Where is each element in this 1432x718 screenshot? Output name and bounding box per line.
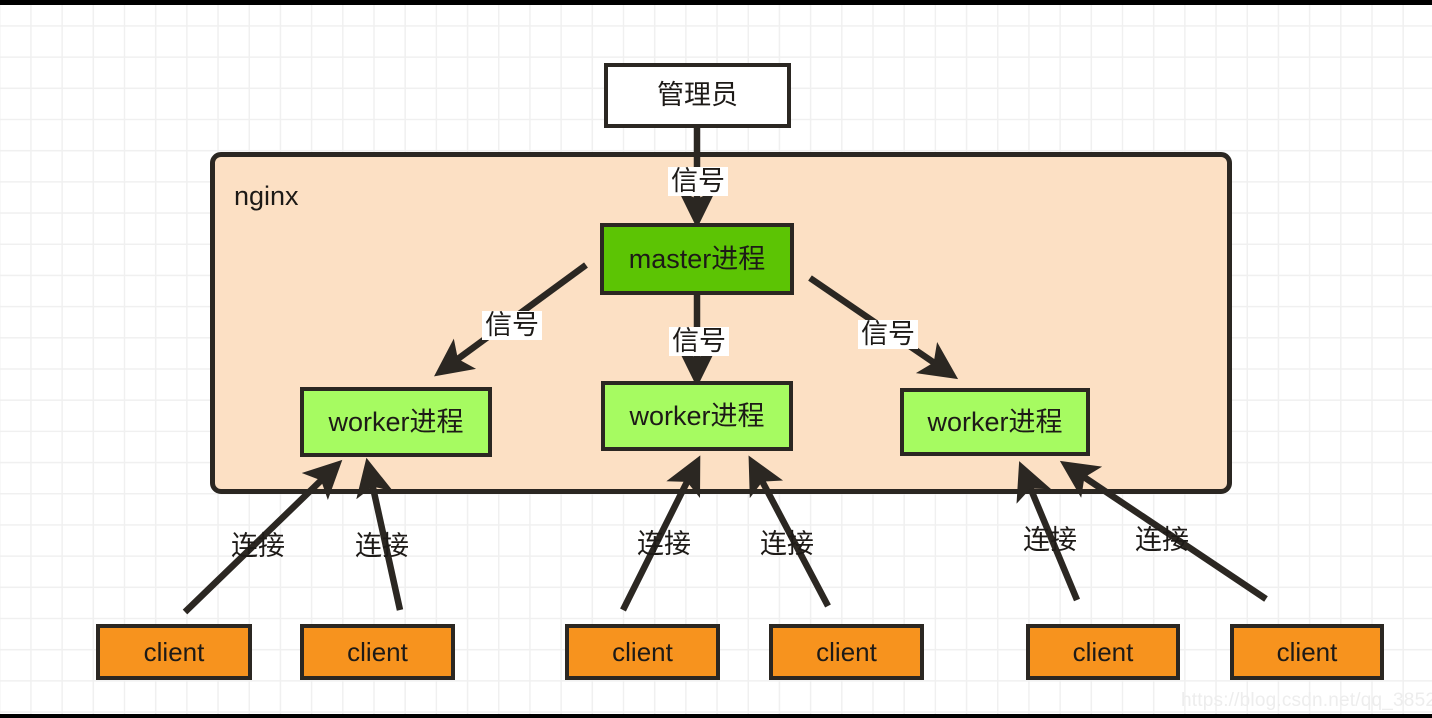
top-border-bar xyxy=(0,0,1432,5)
bottom-border-bar xyxy=(0,714,1432,718)
nginx-container-label: nginx xyxy=(234,181,299,211)
edge-label-connect-6: 连接 xyxy=(1135,525,1189,555)
node-worker-process-1[interactable]: worker进程 xyxy=(300,387,492,457)
edge-label-connect-5: 连接 xyxy=(1023,525,1077,555)
node-worker-process-3[interactable]: worker进程 xyxy=(900,388,1090,456)
node-master-process[interactable]: master进程 xyxy=(600,223,794,295)
node-worker-process-2[interactable]: worker进程 xyxy=(601,381,793,451)
edge-label-connect-2: 连接 xyxy=(355,531,409,561)
edge-label-connect-4: 连接 xyxy=(760,529,814,559)
edge-label-signal-worker-2: 信号 xyxy=(669,327,729,356)
edge-label-signal-admin-master: 信号 xyxy=(668,167,728,196)
node-admin[interactable]: 管理员 xyxy=(604,63,791,128)
node-client-5[interactable]: client xyxy=(1026,624,1180,680)
edge-label-connect-3: 连接 xyxy=(637,529,691,559)
edge-label-signal-worker-1: 信号 xyxy=(482,311,542,340)
node-client-6[interactable]: client xyxy=(1230,624,1384,680)
node-client-2[interactable]: client xyxy=(300,624,455,680)
edge-label-connect-1: 连接 xyxy=(231,531,285,561)
node-client-1[interactable]: client xyxy=(96,624,252,680)
edge-label-signal-worker-3: 信号 xyxy=(858,320,918,349)
node-client-3[interactable]: client xyxy=(565,624,720,680)
csdn-watermark: https://blog.csdn.net/qq_38526573 xyxy=(1181,690,1432,711)
node-client-4[interactable]: client xyxy=(769,624,924,680)
